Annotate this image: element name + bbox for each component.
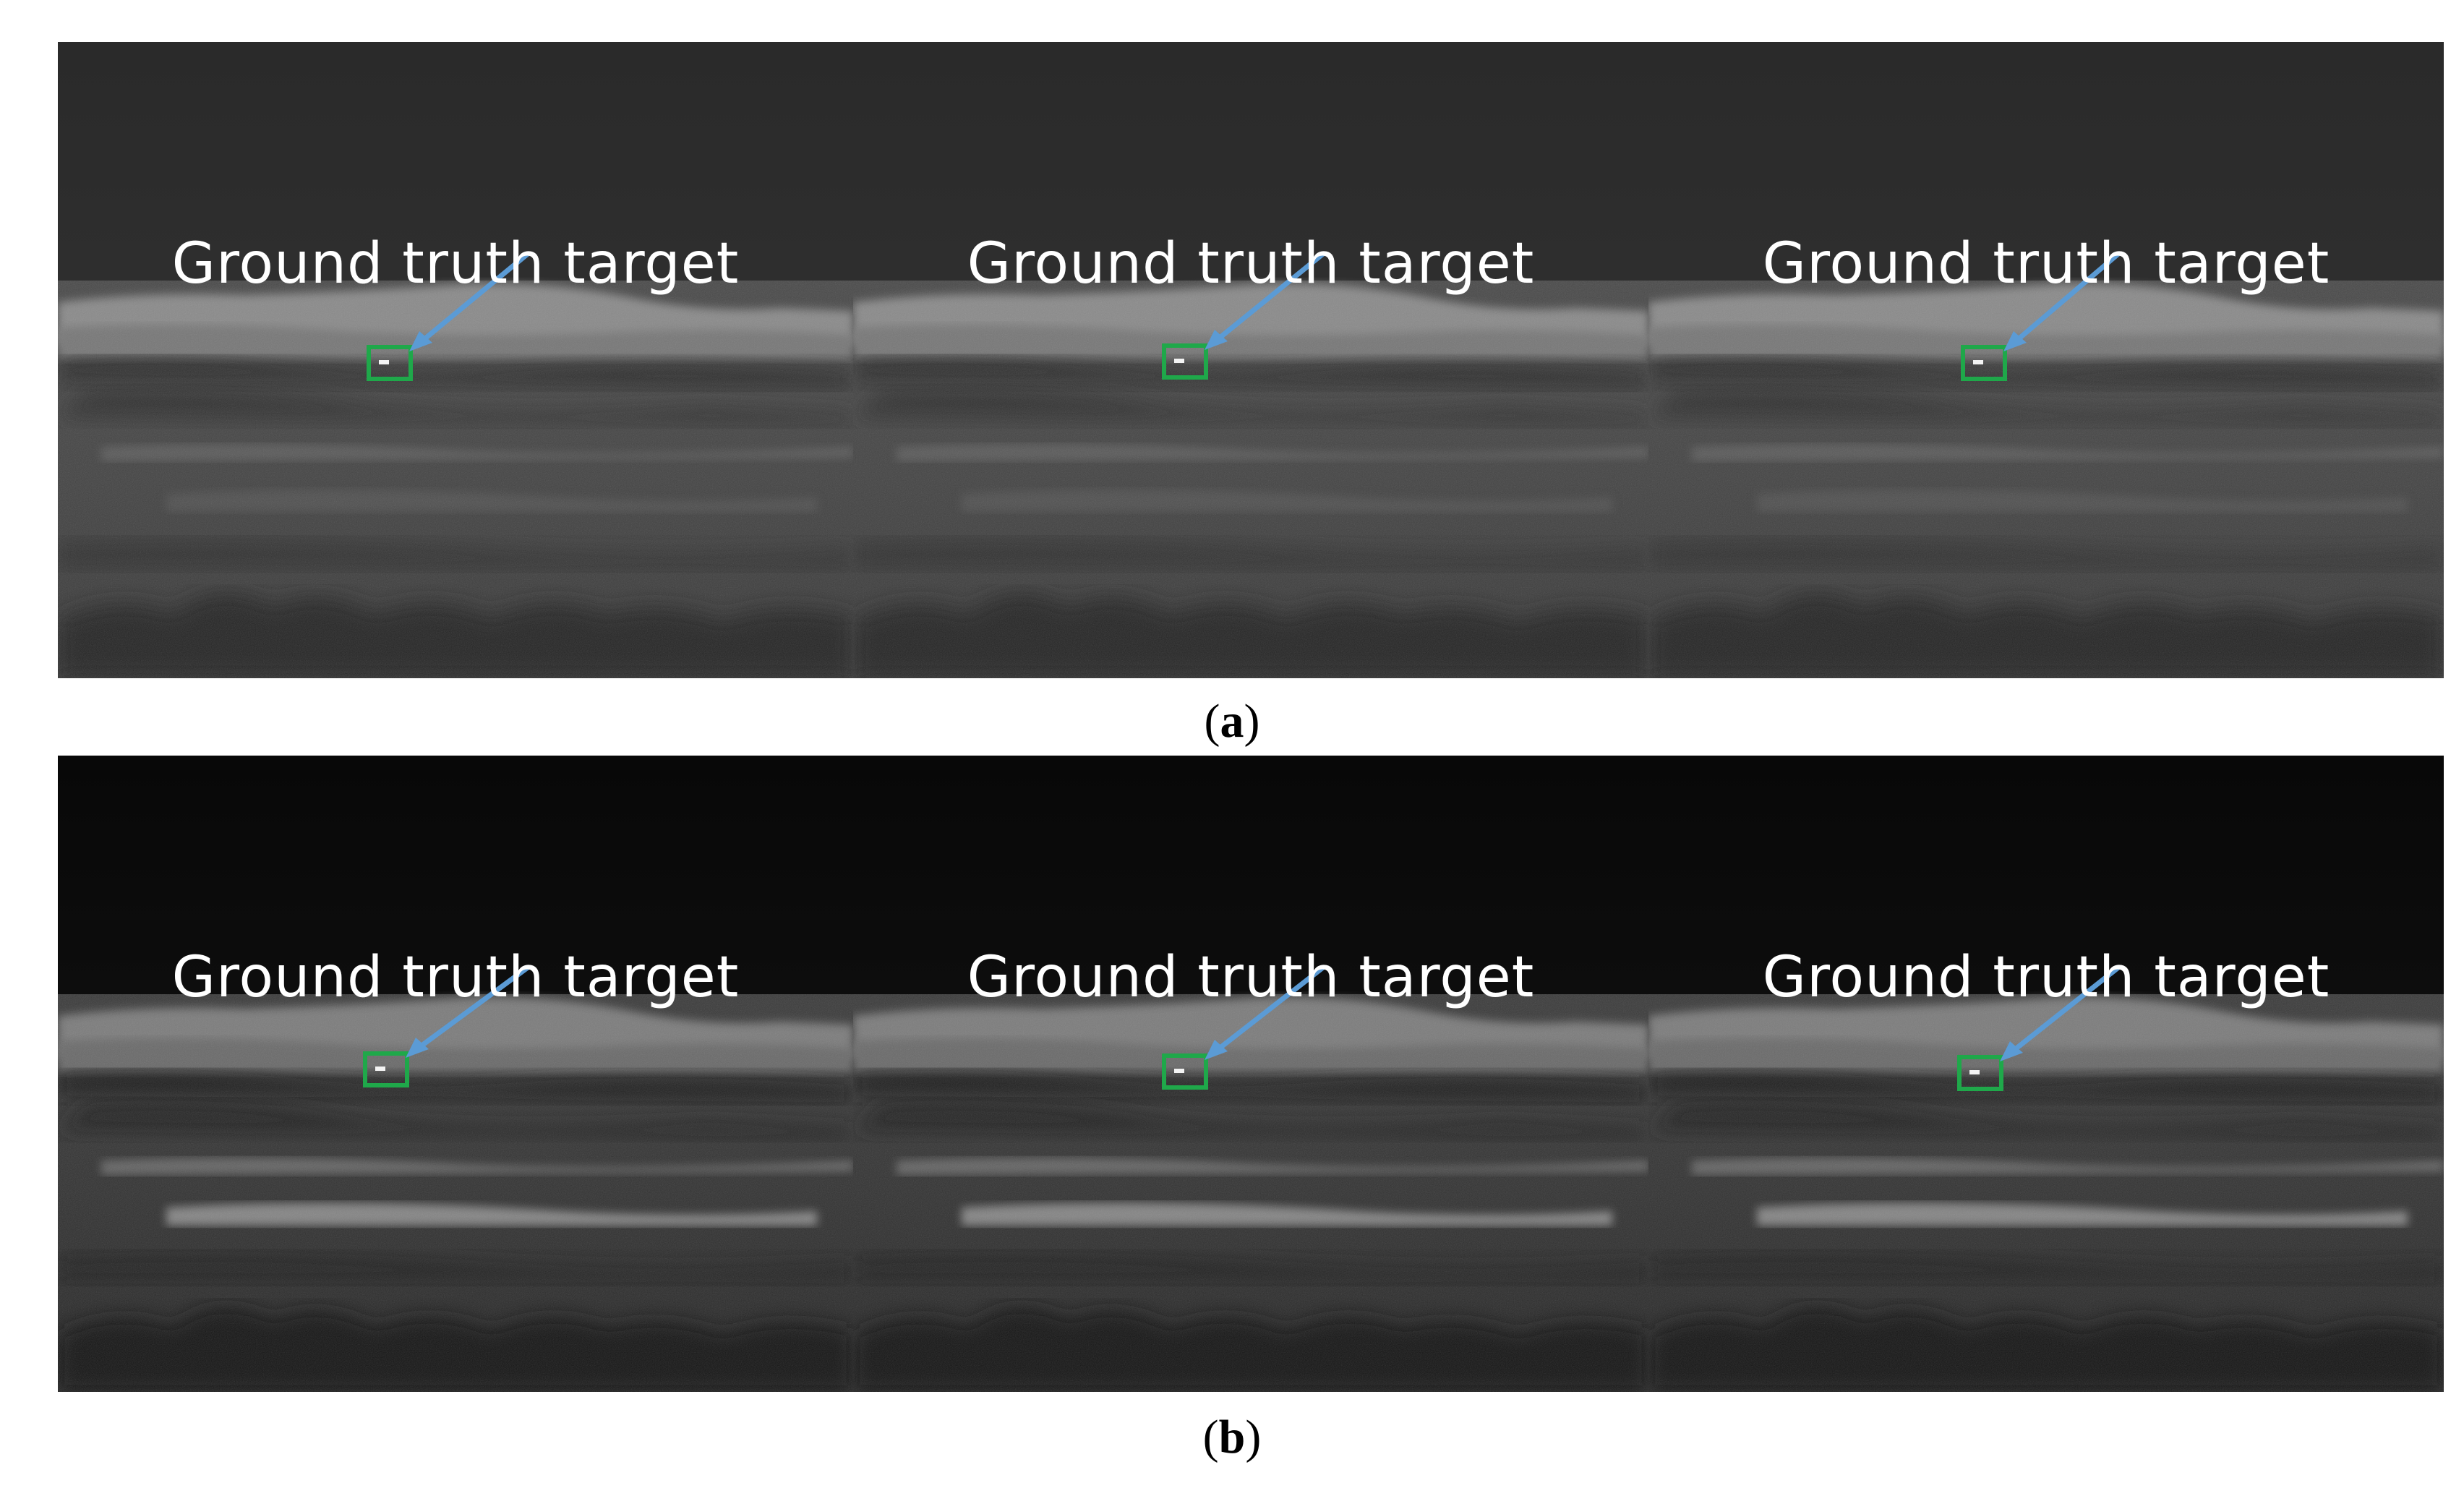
- bounding-box-icon: [363, 1051, 409, 1087]
- ground-truth-label: Ground truth target: [171, 231, 740, 296]
- caption-b: (b): [1202, 1411, 1262, 1463]
- bounding-box-icon: [367, 345, 413, 381]
- caption-a: (a): [1204, 695, 1260, 748]
- ir-image-panel: Ground truth target: [853, 756, 1648, 1392]
- row-b: Ground truth target Ground truth target …: [58, 756, 2444, 1392]
- ir-scene: [58, 756, 853, 1392]
- ground-truth-label: Ground truth target: [171, 945, 740, 1010]
- ir-image-panel: Ground truth target: [1648, 756, 2444, 1392]
- arrow-icon: [409, 251, 531, 351]
- ir-image-panel: Ground truth target: [853, 42, 1648, 678]
- ir-scene: [853, 756, 1648, 1392]
- ir-scene: [1648, 42, 2444, 678]
- arrow-icon: [1205, 965, 1326, 1060]
- ir-image-panel: Ground truth target: [1648, 42, 2444, 678]
- ir-image-panel: Ground truth target: [58, 756, 853, 1392]
- arrow-icon: [2003, 251, 2121, 351]
- bounding-box-icon: [1961, 345, 2007, 381]
- arrow-icon: [1205, 251, 1326, 350]
- row-a: Ground truth target Ground truth target …: [58, 42, 2444, 678]
- ir-image-panel: Ground truth target: [58, 42, 853, 678]
- arrow-icon: [2000, 965, 2121, 1061]
- bounding-box-icon: [1162, 343, 1208, 380]
- arrow-icon: [406, 965, 531, 1058]
- ir-scene: [1648, 756, 2444, 1392]
- bounding-box-icon: [1162, 1053, 1208, 1090]
- ir-scene: [853, 42, 1648, 678]
- ground-truth-label: Ground truth target: [967, 231, 1535, 296]
- ground-truth-label: Ground truth target: [1762, 231, 2330, 296]
- bounding-box-icon: [1957, 1055, 2003, 1091]
- ir-scene: [58, 42, 853, 678]
- ground-truth-label: Ground truth target: [1762, 945, 2330, 1010]
- ground-truth-label: Ground truth target: [967, 945, 1535, 1010]
